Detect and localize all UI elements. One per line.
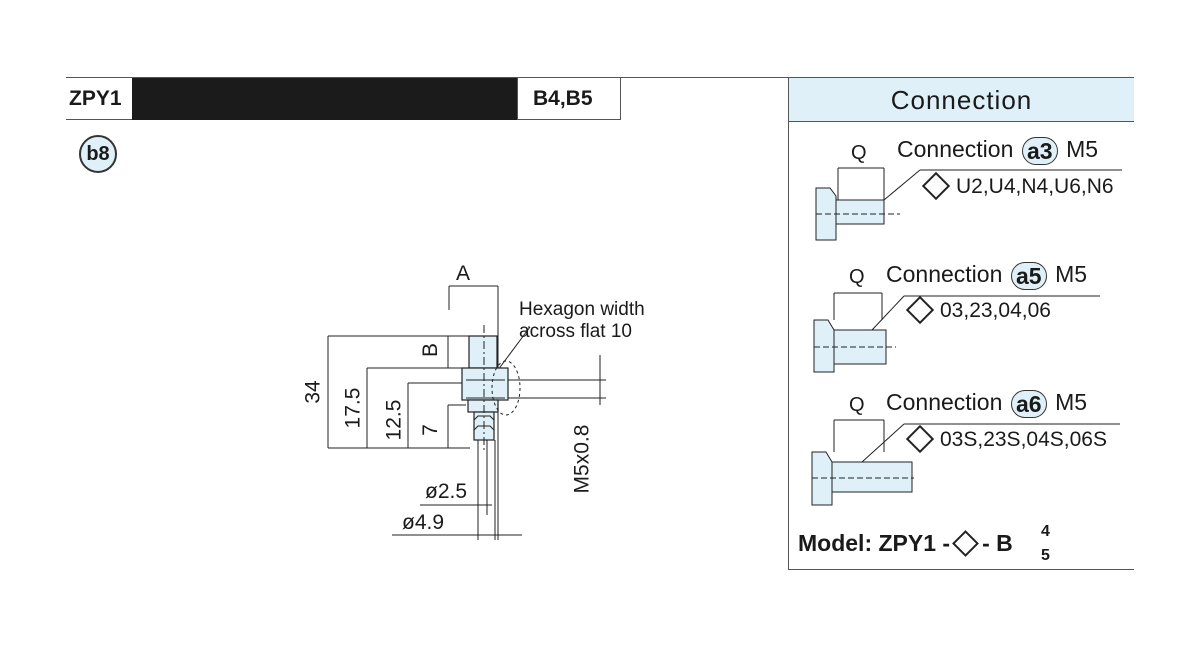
hex-note-line2: across flat 10 bbox=[519, 321, 632, 342]
part-hex-body bbox=[461, 367, 509, 401]
part-top-body bbox=[468, 335, 498, 369]
hex-callout-ellipse bbox=[491, 360, 521, 416]
connection-label: Connection bbox=[897, 136, 1014, 162]
model-sup-top: 4 bbox=[1041, 523, 1050, 540]
connection-a3: Connection a3 M5 bbox=[897, 136, 1098, 165]
model-prefix: Model: ZPY1 - bbox=[798, 530, 951, 556]
dim-a-label: A bbox=[456, 262, 471, 285]
connection-label: Connection bbox=[886, 389, 1003, 415]
connection-a5: Connection a5 M5 bbox=[886, 261, 1087, 290]
diamond-icon bbox=[905, 425, 935, 454]
q-label: Q bbox=[849, 266, 865, 288]
dim-17-5-label: 17.5 bbox=[341, 387, 365, 429]
connection-code-badge: a6 bbox=[1010, 389, 1047, 418]
connection-thread: M5 bbox=[1055, 261, 1088, 287]
q-label: Q bbox=[851, 142, 867, 164]
connection-thread: M5 bbox=[1055, 389, 1088, 415]
model-sep: - B bbox=[982, 530, 1013, 556]
options-text: 03,23,04,06 bbox=[940, 299, 1051, 322]
section-badge: b8 bbox=[79, 135, 117, 173]
header-black-bar bbox=[132, 78, 517, 120]
dim-7-label: 7 bbox=[418, 424, 442, 436]
connection-a6: Connection a6 M5 bbox=[886, 389, 1087, 418]
options-a3: U2,U4,N4,U6,N6 bbox=[921, 172, 1114, 201]
options-a5: 03,23,04,06 bbox=[905, 296, 1051, 325]
panel-title: Connection bbox=[789, 78, 1134, 122]
q-label: Q bbox=[849, 394, 865, 416]
dia-2-5-label: ø2.5 bbox=[425, 480, 468, 503]
dia-4-9-label: ø4.9 bbox=[402, 511, 445, 534]
dim-b-label: B bbox=[419, 342, 443, 358]
connection-label: Connection bbox=[886, 261, 1003, 287]
options-text: 03S,23S,04S,06S bbox=[940, 428, 1107, 451]
hex-note-line1: Hexagon width bbox=[519, 299, 645, 320]
dim-34-label: 34 bbox=[301, 380, 325, 404]
options-text: U2,U4,N4,U6,N6 bbox=[956, 175, 1114, 198]
model-sup-bottom: 5 bbox=[1041, 547, 1050, 564]
options-a6: 03S,23S,04S,06S bbox=[905, 425, 1107, 454]
dim-12-5-label: 12.5 bbox=[382, 399, 406, 441]
connection-panel bbox=[788, 78, 1134, 570]
model-line: Model: ZPY1 - - B bbox=[798, 529, 1013, 557]
header-rule bbox=[66, 77, 1134, 78]
connection-code-badge: a5 bbox=[1010, 261, 1047, 290]
thread-label: M5x0.8 bbox=[570, 424, 594, 494]
model-code: ZPY1 bbox=[66, 78, 132, 120]
diamond-icon bbox=[921, 172, 951, 201]
connection-thread: M5 bbox=[1066, 136, 1099, 162]
variant-code: B4,B5 bbox=[517, 78, 621, 120]
connection-code-badge: a3 bbox=[1021, 136, 1058, 165]
diamond-icon bbox=[952, 529, 979, 557]
diamond-icon bbox=[905, 296, 935, 325]
